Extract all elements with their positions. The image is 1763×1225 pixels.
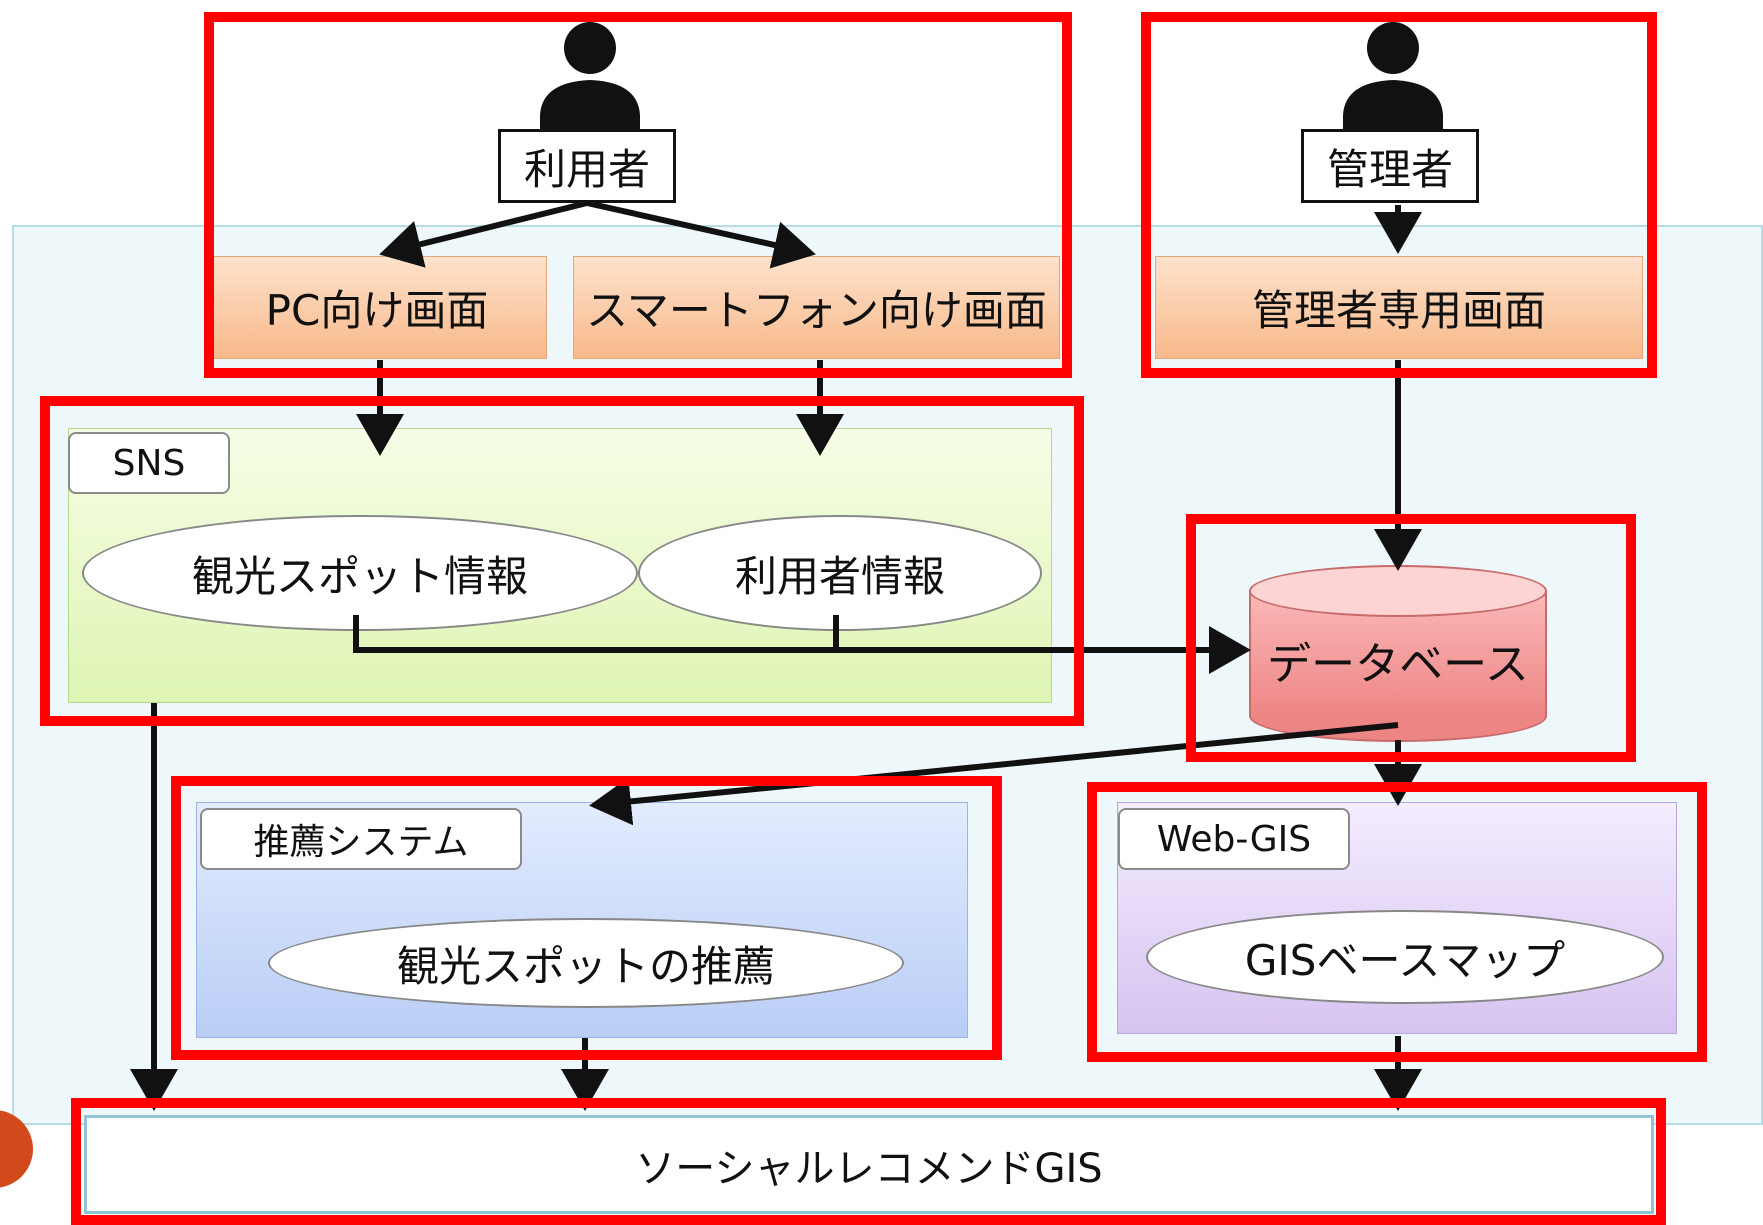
highlight-database-frame bbox=[1186, 514, 1636, 762]
smartphone-screen-box: スマートフォン向け画面 bbox=[573, 256, 1060, 359]
highlight-recommend-frame bbox=[171, 776, 1002, 1060]
social-recommend-gis-box: ソーシャルレコメンドGIS bbox=[84, 1115, 1654, 1214]
spot-info-ellipse: 観光スポット情報 bbox=[82, 515, 638, 631]
spot-recommend-ellipse: 観光スポットの推薦 bbox=[268, 918, 904, 1008]
highlight-admin-frame bbox=[1141, 12, 1657, 378]
user-label: 利用者 bbox=[498, 129, 676, 203]
database-cylinder-top bbox=[1249, 565, 1547, 617]
user-info-ellipse: 利用者情報 bbox=[638, 515, 1042, 631]
webgis-tag: Web-GIS bbox=[1118, 808, 1350, 870]
highlight-sns-frame bbox=[40, 396, 1084, 726]
pc-screen-box: PC向け画面 bbox=[207, 256, 547, 359]
admin-label: 管理者 bbox=[1301, 129, 1479, 203]
admin-screen-box: 管理者専用画面 bbox=[1155, 256, 1643, 359]
sns-tag: SNS bbox=[68, 432, 230, 494]
highlight-output-frame bbox=[71, 1098, 1666, 1225]
recommend-tag: 推薦システム bbox=[200, 808, 522, 870]
gis-basemap-ellipse: GISベースマップ bbox=[1146, 910, 1664, 1004]
database-label: データベース bbox=[1267, 639, 1529, 690]
highlight-user-frame bbox=[204, 12, 1072, 378]
highlight-webgis-frame bbox=[1087, 782, 1707, 1062]
